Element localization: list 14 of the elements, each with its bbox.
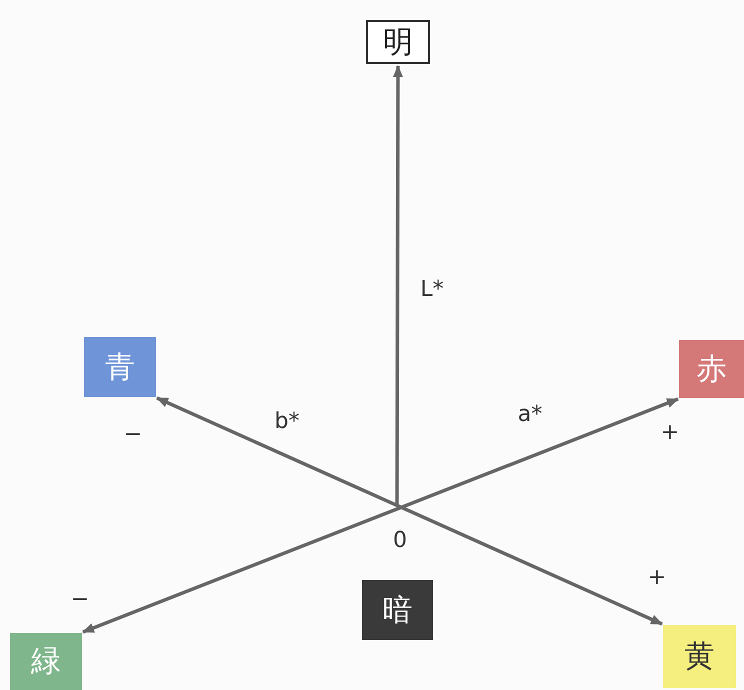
axis-arrow <box>392 65 403 505</box>
axis-sign: 0 <box>393 530 407 552</box>
axis-sign: + <box>648 567 666 589</box>
axis-sign: − <box>124 424 142 446</box>
axis-sign: − <box>70 589 90 611</box>
label-box: 赤 <box>679 340 744 398</box>
label-box: 明 <box>366 20 430 64</box>
label-box: 暗 <box>362 580 433 640</box>
label-box: 緑 <box>10 633 82 690</box>
axis-sign: + <box>660 422 680 444</box>
label-box: 黄 <box>663 625 736 688</box>
label-box: 青 <box>84 337 156 397</box>
axis-arrow <box>156 396 663 626</box>
axis-arrow <box>82 397 679 634</box>
